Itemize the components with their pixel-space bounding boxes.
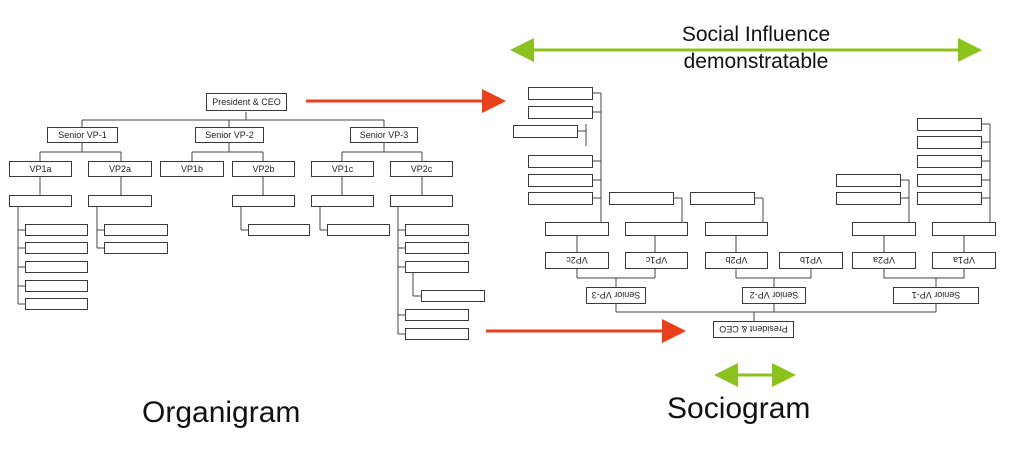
empty-box bbox=[405, 224, 469, 236]
empty-box bbox=[9, 195, 72, 207]
vp1a-label: VP1a bbox=[29, 164, 52, 174]
senior-vp-1-label: Senior VP-1 bbox=[58, 130, 107, 140]
vp1c-box: VP1c bbox=[625, 252, 688, 269]
empty-box bbox=[25, 224, 88, 236]
senior-vp-1-label: Senior VP-1 bbox=[911, 290, 961, 300]
empty-box bbox=[421, 290, 485, 302]
sociogram-caption: Sociogram bbox=[667, 392, 811, 425]
vp1a-label: VP1a bbox=[952, 255, 976, 265]
vp2c-label: VP2c bbox=[566, 255, 588, 265]
senior-vp-1-box: Senior VP-1 bbox=[893, 287, 979, 304]
empty-box bbox=[625, 222, 688, 236]
vp2b-box: VP2b bbox=[232, 161, 295, 177]
empty-box bbox=[917, 192, 982, 205]
empty-box bbox=[405, 242, 469, 254]
title-line-1: Social Influence bbox=[681, 23, 831, 46]
empty-box bbox=[609, 192, 674, 205]
empty-box bbox=[528, 192, 593, 205]
senior-vp-1-box: Senior VP-1 bbox=[47, 127, 118, 143]
empty-box bbox=[528, 174, 593, 187]
vp1b-box: VP1b bbox=[779, 252, 843, 269]
senior-vp-3-label: Senior VP-3 bbox=[591, 290, 641, 300]
senior-vp-2-box: Senior VP-2 bbox=[195, 127, 264, 143]
ceo-label: President & CEO bbox=[212, 97, 281, 107]
sociogram-connectors bbox=[576, 92, 991, 321]
vp2a-box: VP2a bbox=[852, 252, 916, 269]
vp1c-box: VP1c bbox=[311, 161, 374, 177]
empty-box bbox=[405, 261, 469, 273]
senior-vp-3-box: Senior VP-3 bbox=[586, 287, 646, 304]
empty-box bbox=[917, 118, 982, 131]
empty-box bbox=[327, 224, 390, 236]
senior-vp-2-box: Senior VP-2 bbox=[742, 287, 806, 304]
empty-box bbox=[25, 242, 88, 254]
empty-box bbox=[917, 155, 982, 168]
empty-box bbox=[836, 174, 901, 187]
empty-box bbox=[690, 192, 755, 205]
empty-box bbox=[528, 106, 593, 119]
organigram-connectors bbox=[17, 112, 423, 335]
vp2a-label: VP2a bbox=[108, 164, 132, 174]
vp2b-box: VP2b bbox=[705, 252, 768, 269]
empty-box bbox=[528, 87, 593, 100]
empty-box bbox=[25, 280, 88, 292]
senior-vp-2-label: Senior VP-2 bbox=[205, 130, 254, 140]
ceo-box: President & CEO bbox=[206, 93, 287, 111]
organigram-caption: Organigram bbox=[142, 396, 301, 429]
vp2b-label: VP2b bbox=[252, 164, 275, 174]
empty-box bbox=[311, 195, 374, 207]
empty-box bbox=[917, 136, 982, 149]
vp2a-label: VP2a bbox=[872, 255, 896, 265]
empty-box bbox=[932, 222, 996, 236]
empty-box bbox=[25, 298, 88, 310]
empty-box bbox=[836, 192, 901, 205]
empty-box bbox=[104, 224, 168, 236]
empty-box bbox=[25, 261, 88, 273]
social-influence-title: Social Influence demonstratable bbox=[636, 21, 876, 75]
senior-vp-3-label: Senior VP-3 bbox=[359, 130, 409, 140]
vp1a-box: VP1a bbox=[9, 161, 72, 177]
empty-box bbox=[705, 222, 768, 236]
empty-box bbox=[405, 309, 469, 321]
empty-box bbox=[104, 242, 168, 254]
title-line-2: demonstratable bbox=[683, 50, 829, 73]
ceo-box: President & CEO bbox=[713, 321, 794, 338]
empty-box bbox=[88, 195, 152, 207]
empty-box bbox=[852, 222, 916, 236]
vp2b-label: VP2b bbox=[725, 255, 748, 265]
empty-box bbox=[390, 195, 453, 207]
vp2c-box: VP2c bbox=[390, 161, 453, 177]
empty-box bbox=[232, 195, 295, 207]
senior-vp-3-box: Senior VP-3 bbox=[350, 127, 418, 143]
empty-box bbox=[248, 224, 310, 236]
empty-box bbox=[545, 222, 609, 236]
vp2c-label: VP2c bbox=[410, 164, 433, 174]
ceo-label: President & CEO bbox=[719, 324, 788, 334]
vp1b-box: VP1b bbox=[160, 161, 224, 177]
vp2a-box: VP2a bbox=[88, 161, 152, 177]
senior-vp-2-label: Senior VP-2 bbox=[749, 290, 799, 300]
empty-box bbox=[405, 328, 469, 340]
empty-box bbox=[513, 125, 578, 138]
vp1a-box: VP1a bbox=[932, 252, 996, 269]
vp1c-label: VP1c bbox=[645, 255, 668, 265]
vp2c-box: VP2c bbox=[545, 252, 609, 269]
vp1b-label: VP1b bbox=[799, 255, 823, 265]
empty-box bbox=[917, 174, 982, 187]
vp1b-label: VP1b bbox=[180, 164, 204, 174]
vp1c-label: VP1c bbox=[331, 164, 354, 174]
empty-box bbox=[528, 155, 593, 168]
